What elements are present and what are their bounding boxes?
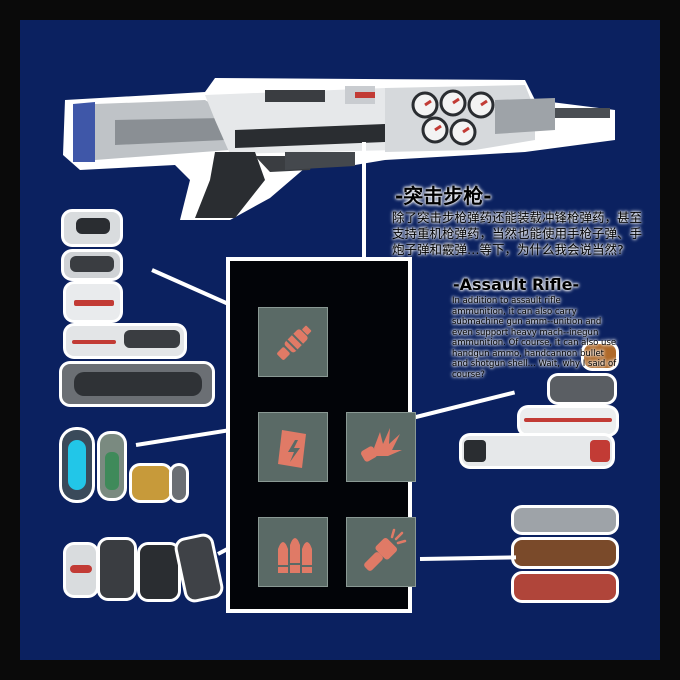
title-english: -Assault Rifle- [453, 275, 580, 294]
long-barrel-cap [464, 440, 486, 462]
energy-cell-glow [68, 440, 86, 490]
green-canister-core [105, 452, 119, 490]
explosive-bolt-icon [361, 428, 402, 462]
long-sight-stripe [72, 340, 116, 344]
long-sight-part [124, 330, 180, 348]
description-chinese: 除了突击步枪弹药还能装载冲锋枪弹药，甚至支持重机枪弹药，当然也能使用手枪子弹、手… [392, 210, 643, 257]
white-barrel-stripe [524, 418, 612, 422]
shell-stack-red [70, 565, 92, 573]
muzzle-attachment-icon [277, 325, 312, 360]
red-dot-sight-stripe [74, 300, 114, 306]
long-barrel-red-end [590, 440, 610, 462]
long-barrel-sticker [462, 436, 612, 466]
slot-magazine[interactable] [258, 412, 328, 482]
magazine-icon [278, 430, 306, 468]
title-chinese: -突击步枪- [395, 184, 492, 208]
slot-explosive-bolt[interactable] [346, 412, 416, 482]
assault-rifle-icon [63, 78, 615, 220]
brown-muzzle-sticker [514, 540, 616, 566]
bullets-icon [278, 538, 312, 573]
scope-sight-part [76, 218, 110, 234]
grey-suppressor-sticker [550, 376, 614, 402]
steel-muzzle-sticker [514, 508, 616, 532]
slot-muzzle[interactable] [258, 307, 328, 377]
description-english: In addition to assault rifle ammunition,… [452, 296, 617, 380]
slot-barrel[interactable] [346, 517, 416, 587]
box-magazine-sticker [140, 545, 178, 599]
red-muzzle-sticker [514, 574, 616, 600]
holo-sight-part [70, 256, 114, 272]
long-scope-part [74, 372, 202, 396]
small-clip-sticker [172, 466, 186, 500]
barrel-attachment-icon [364, 528, 407, 571]
copper-muzzle-sticker [584, 344, 616, 368]
ammo-box-sticker [132, 466, 170, 500]
slot-ammo[interactable] [258, 517, 328, 587]
drum-magazine-sticker [100, 540, 134, 598]
